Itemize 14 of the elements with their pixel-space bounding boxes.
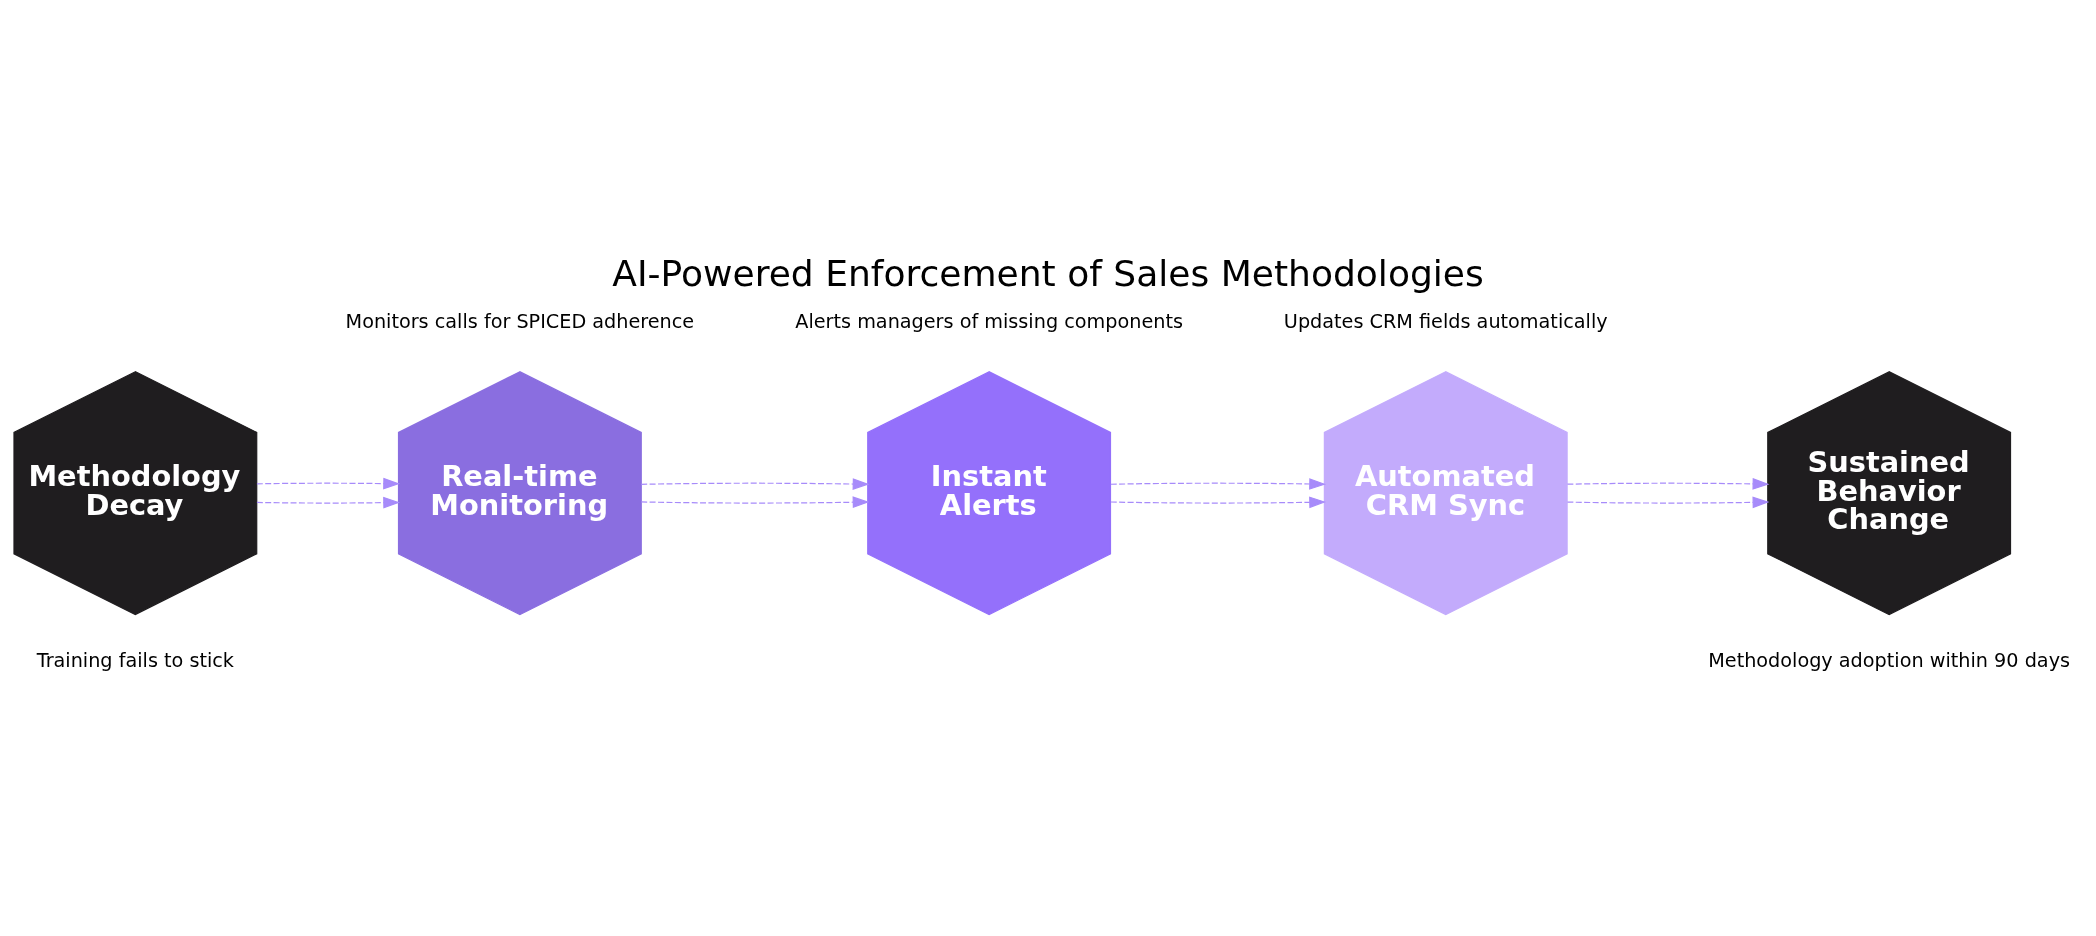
- node-label: Monitors calls for SPICED adherence: [345, 309, 695, 333]
- arrow: [1566, 495, 1770, 508]
- node-label: Updates CRM fields automatically: [1283, 309, 1608, 333]
- diagram-title: AI-Powered Enforcement of Sales Methodologies: [612, 252, 1484, 294]
- node-label: Training fails to stick: [36, 648, 234, 672]
- arrow: [1566, 477, 1770, 490]
- arrow: [640, 495, 870, 508]
- arrow: [256, 477, 401, 489]
- arrow: [1110, 477, 1327, 490]
- node-label: Methodology adoption within 90 days: [1708, 648, 2071, 672]
- arrow: [640, 477, 870, 490]
- node-label: Alerts managers of missing components: [795, 309, 1183, 333]
- arrow: [256, 496, 401, 509]
- arrow: [1110, 495, 1327, 508]
